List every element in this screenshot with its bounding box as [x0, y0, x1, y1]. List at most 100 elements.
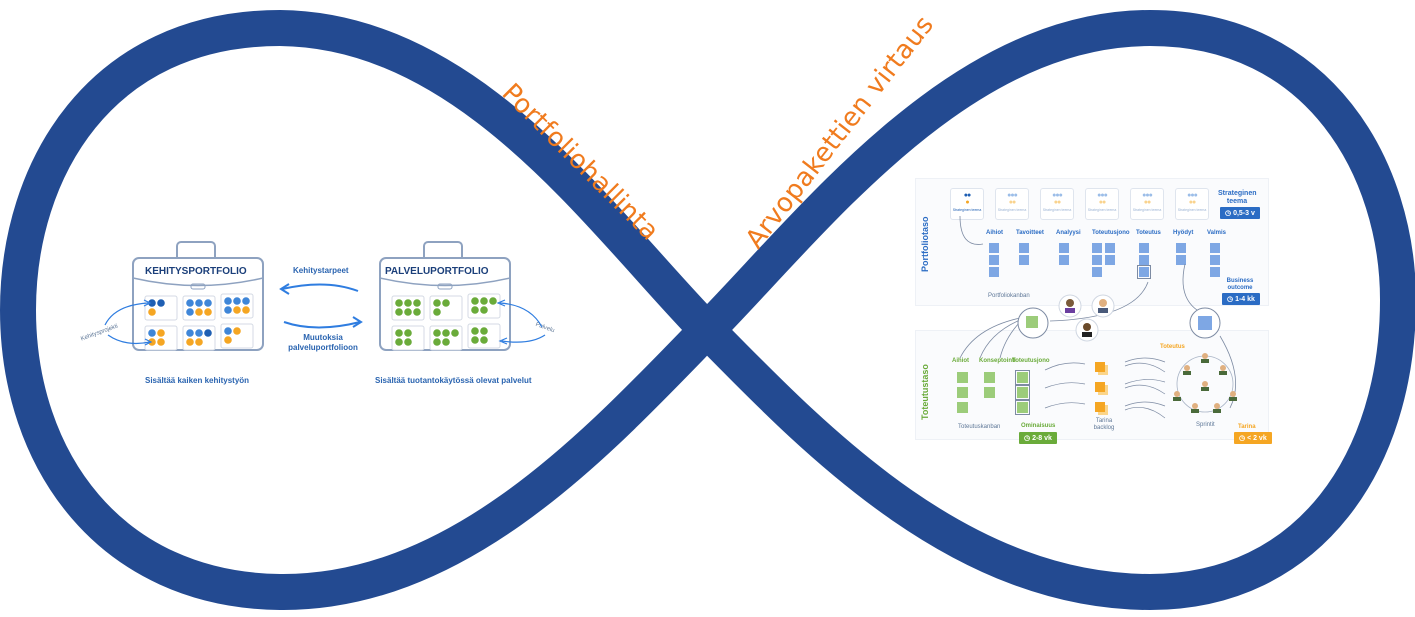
portfolio-epic-card — [1059, 255, 1069, 265]
kehitysportfolio-caption: Sisältää kaiken kehitystyön — [145, 376, 250, 385]
kehitysportfolio-title: KEHITYSPORTFOLIO — [145, 266, 247, 277]
portfolio-epic-card — [1176, 243, 1186, 253]
value-flow-connectors — [959, 215, 1236, 409]
portfolio-column-header: Hyödyt — [1173, 230, 1194, 236]
service-dot — [395, 329, 403, 337]
tarina-label: Tarina — [1238, 424, 1256, 430]
palveluportfolio-briefcase-icon — [379, 241, 511, 351]
theme-duration-value: 0,5-3 v — [1233, 210, 1255, 217]
portfoliokanban-label: Portfoliokanban — [988, 293, 1030, 299]
portfolio-column-header: Analyysi — [1056, 230, 1081, 236]
backlog-line-2: backlog — [1093, 425, 1115, 431]
project-dot — [233, 327, 241, 335]
project-dot — [204, 329, 212, 337]
portfolio-epic-card — [1139, 255, 1149, 265]
project-dot — [204, 299, 212, 307]
portfolio-epic-card — [1210, 267, 1220, 277]
infinity-loop-path — [0, 9, 1415, 611]
team-member-icon — [1229, 391, 1237, 401]
kehitysprojekti-arrows-icon — [104, 299, 153, 346]
portfolio-epic-card — [1092, 267, 1102, 277]
service-dot — [395, 299, 403, 307]
team-member-icon — [1183, 365, 1191, 375]
story-card — [1095, 402, 1105, 412]
portfolio-epic-card — [1105, 255, 1115, 265]
project-dot — [195, 329, 203, 337]
project-dot — [157, 299, 165, 307]
portfolio-epic-card — [989, 243, 999, 253]
service-dot — [471, 306, 479, 314]
sprintit-label: Sprintit — [1196, 422, 1215, 428]
theme-header-line-2: teema — [1226, 198, 1248, 205]
kehitysportfolio-briefcase-icon — [132, 241, 264, 351]
theme-dots-icon: ●●●●● — [1007, 192, 1018, 206]
team-member-icon — [1201, 381, 1209, 391]
project-dot — [204, 308, 212, 316]
portfolio-column-header: Aihiot — [986, 230, 1003, 236]
service-dot — [442, 299, 450, 307]
theme-card-label: Strateginen teema — [952, 208, 982, 212]
portfolio-column-header: Valmis — [1207, 230, 1227, 236]
service-dot — [413, 308, 421, 316]
story-backlog-icon — [1044, 357, 1166, 419]
outcome-duration-badge: ◷ 1-4 kk — [1222, 293, 1260, 305]
portfolio-epic-card — [1210, 255, 1220, 265]
theme-card-label: Strateginen teema — [1177, 208, 1207, 212]
portfolio-epic-card — [1210, 243, 1220, 253]
service-dot — [404, 338, 412, 346]
theme-header-line-1: Strateginen — [1218, 190, 1257, 197]
portfolio-epic-card — [989, 255, 999, 265]
service-dot — [489, 297, 497, 305]
project-dot — [233, 297, 241, 305]
service-dot — [404, 308, 412, 316]
project-dot — [224, 336, 232, 344]
project-dot — [224, 297, 232, 305]
service-dot — [404, 329, 412, 337]
toteutus-label: Toteutus — [1160, 344, 1185, 350]
service-dot — [433, 329, 441, 337]
service-dot — [395, 338, 403, 346]
portfolio-epic-card — [1019, 243, 1029, 253]
story-card — [1095, 362, 1105, 372]
feature-duration-value: 2-8 vk — [1032, 435, 1052, 442]
palvelu-arrows-icon — [496, 299, 546, 345]
theme-card-label: Strateginen teema — [1132, 208, 1162, 212]
theme-dots-icon: ●●●●● — [1187, 192, 1198, 206]
portfolio-epic-card — [1092, 255, 1102, 265]
portfolio-epic-card — [989, 267, 999, 277]
portfolio-epic-card — [1092, 243, 1102, 253]
team-member-icon — [1213, 403, 1221, 413]
project-dot — [186, 338, 194, 346]
theme-duration-badge: ◷ 0,5-3 v — [1220, 207, 1260, 219]
strategic-theme-card: ●●●●●Strateginen teema — [1085, 188, 1119, 220]
strategic-theme-header: Strateginen teema — [1218, 190, 1257, 206]
service-dot — [451, 329, 459, 337]
team-member-icon — [1201, 353, 1209, 363]
story-card — [1095, 382, 1105, 392]
delivery-feature-card — [957, 387, 968, 398]
delivery-column-header: Aihiot — [952, 358, 969, 364]
service-dot — [442, 329, 450, 337]
service-dot — [471, 336, 479, 344]
strategic-theme-card: ●●●●●Strateginen teema — [1040, 188, 1074, 220]
project-dot — [157, 329, 165, 337]
service-dot — [471, 297, 479, 305]
outcome-header-line-1: Business — [1226, 278, 1254, 284]
muutoksia-line-2: palveluportfolioon — [288, 343, 358, 352]
portfolio-epic-card — [1105, 243, 1115, 253]
project-dot — [148, 308, 156, 316]
outcome-duration-value: 1-4 kk — [1235, 296, 1255, 303]
team-member-icon — [1191, 403, 1199, 413]
portfolio-column-header: Toteutus — [1136, 230, 1161, 236]
strategic-theme-card: ●●●Strateginen teema — [950, 188, 984, 220]
sprint-team-icon — [1173, 353, 1237, 413]
project-dot — [195, 299, 203, 307]
theme-card-label: Strateginen teema — [1042, 208, 1072, 212]
project-dot — [195, 308, 203, 316]
service-dot — [433, 338, 441, 346]
portfolio-epic-card — [1176, 255, 1186, 265]
project-dot — [195, 338, 203, 346]
palveluportfolio-title: PALVELUPORTFOLIO — [385, 266, 489, 277]
service-dot — [442, 338, 450, 346]
